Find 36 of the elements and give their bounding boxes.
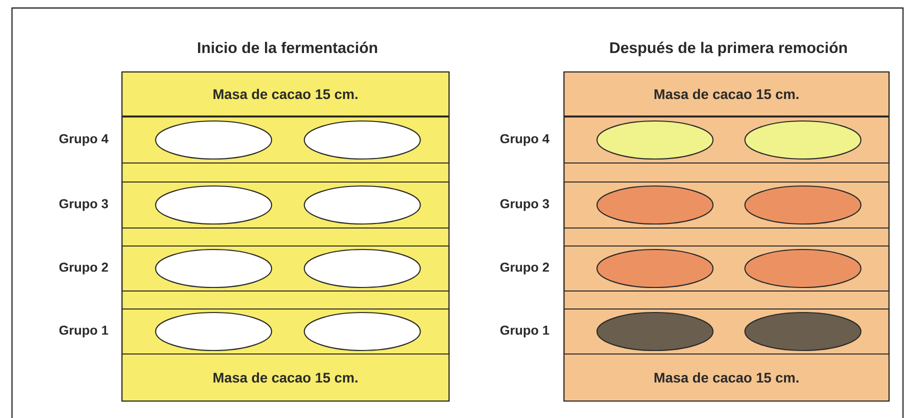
layer-band: Masa de cacao 15 cm. (121, 71, 450, 117)
group-layer: Grupo 4 (500, 116, 890, 164)
group-layer: Grupo 3 (500, 181, 890, 229)
bean-ellipse (155, 312, 272, 352)
node-label: Grupo 4 (500, 134, 550, 146)
node-label: Grupo 4 (59, 134, 108, 146)
bean-ellipse (155, 185, 272, 225)
bean-ellipse (304, 312, 421, 352)
bean-ellipse (596, 185, 714, 225)
bean-ellipse (744, 312, 862, 352)
node-label: Grupo 2 (500, 262, 549, 274)
bean-ellipse (304, 185, 421, 225)
bean-ellipse (744, 120, 862, 160)
panel-title: Después de la primera remoción (610, 42, 847, 56)
group-layer: Grupo 2 (59, 245, 450, 292)
node-label: Grupo 1 (500, 326, 550, 338)
group-layer: Grupo 3 (59, 181, 450, 229)
bean-ellipse (155, 248, 272, 288)
layer-band: Masa de cacao 15 cm. (121, 353, 450, 402)
node-label: Grupo 3 (500, 199, 550, 211)
group-layer: Grupo 4 (59, 116, 450, 164)
panel-title: Inicio de la fermentación (198, 42, 378, 54)
group-layer: Grupo 2 (500, 245, 890, 292)
node-label: Grupo 3 (59, 199, 108, 211)
bean-ellipse (596, 248, 714, 288)
bean-ellipse (596, 120, 714, 160)
bean-ellipse (304, 120, 421, 160)
bean-ellipse (744, 248, 862, 288)
bean-ellipse (304, 248, 421, 288)
layer-band: Masa de cacao 15 cm. (563, 71, 890, 117)
node-label: Grupo 2 (59, 262, 108, 274)
node-label: Grupo 1 (59, 326, 108, 338)
bean-ellipse (744, 185, 862, 225)
bean-ellipse (155, 120, 272, 160)
layer-band: Masa de cacao 15 cm. (563, 353, 890, 402)
bean-ellipse (596, 312, 714, 352)
